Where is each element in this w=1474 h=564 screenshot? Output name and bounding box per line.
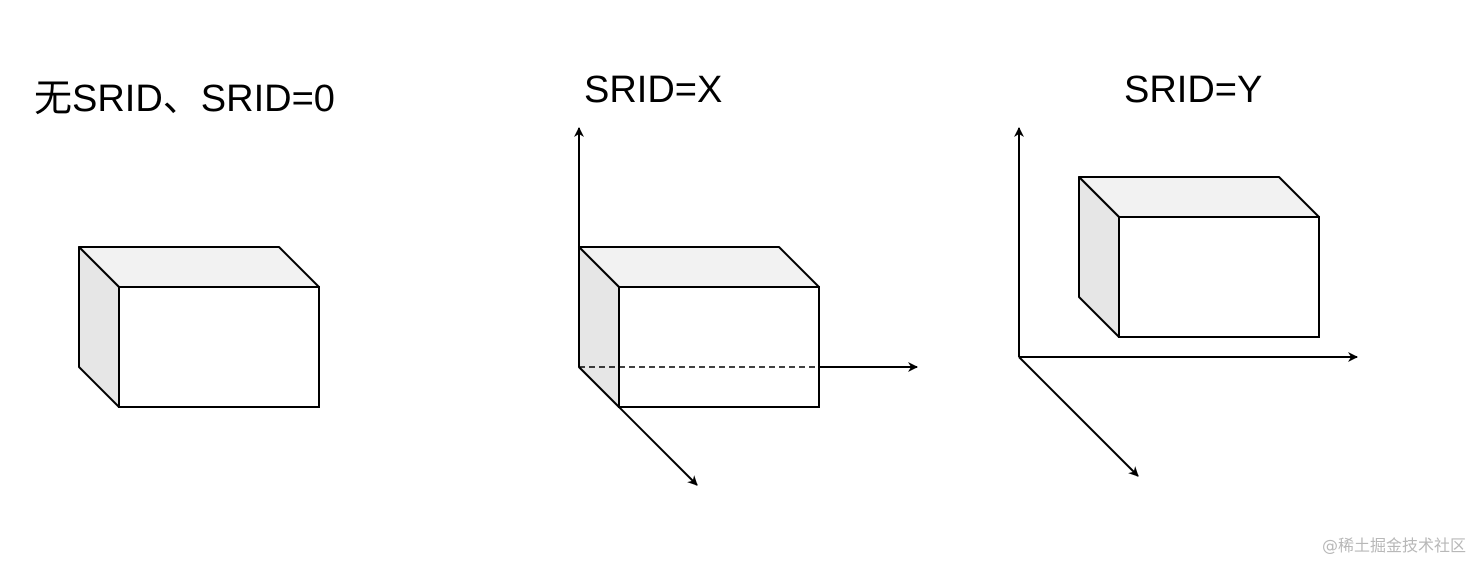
axes-srid-y	[1014, 127, 1358, 477]
box-top-face	[578, 246, 820, 288]
box-front-face	[618, 286, 820, 408]
box-srid-x	[578, 246, 820, 408]
box-front-face	[118, 286, 320, 408]
box-top-face	[1078, 176, 1320, 218]
box-front-face	[1118, 216, 1320, 338]
panel-title-no-srid: 无SRID、SRID=0	[34, 78, 335, 120]
panel-title-srid-x: SRID=X	[584, 69, 723, 111]
box-no-srid	[78, 246, 320, 408]
watermark: @稀土掘金技术社区	[1321, 536, 1466, 555]
box-top-face	[78, 246, 320, 288]
z-axis-arrow	[1018, 356, 1139, 477]
box-srid-y	[1078, 176, 1320, 338]
panel-title-srid-y: SRID=Y	[1124, 69, 1263, 111]
